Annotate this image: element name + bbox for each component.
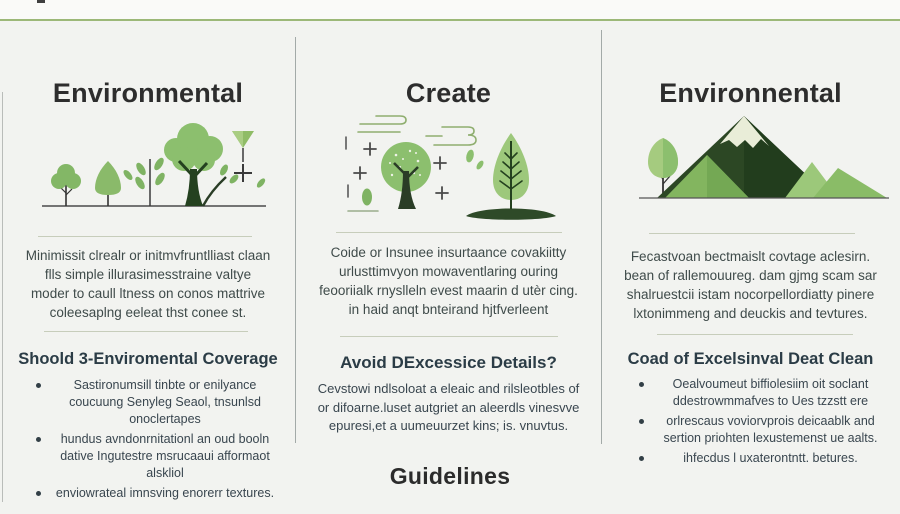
bullet-text: hundus avndonrnitationl an oud booln dat… [60,432,270,480]
list-item: hundus avndonrnitationl an oud booln dat… [36,431,282,482]
column-title: Environmental [52,78,244,108]
funnel-marker-icon [232,131,266,188]
round-triangle-tree-icon [95,161,121,206]
bullet-text: orlrescaus voviorvprois deicaablk and se… [663,414,878,445]
bullet-list: Oealvoumeut biffiolesiim oit soclant dde… [639,376,890,470]
column-paragraph: Fecastvoan bectmaislt covtage aclesirn. … [611,247,890,323]
mountains-illustration [639,116,889,199]
separator-rule [657,334,853,335]
bullet-dot-icon [36,437,41,442]
paragraph-line: Fecastvoan bectmaislt covtage aclesirn. [630,249,871,264]
large-tree-icon [164,123,239,207]
separator-rule [336,232,562,233]
growing-trees-illustration [42,123,266,207]
paragraph-line: shalruestcii istam nocorpellordiatty pin… [626,287,875,302]
list-item: enviowrateal imnsving enorerr textures. [36,485,282,502]
bullet-dot-icon [36,383,41,388]
paragraph-line: epuresi,et a uumeuurzet kins; is. vnuvtu… [328,418,569,433]
left-edge-line [2,92,3,502]
bullet-dot-icon [639,382,644,387]
column-environmental-left: Environmental [0,21,296,514]
page-title: Guidelines [389,463,511,489]
section-heading: Shoold 3-Enviromental Coverage [18,350,278,368]
mountains-icon [657,116,887,198]
cloud-outline-icon [357,115,477,146]
paragraph-line: lxtonimmeng and deuckis and tevtures. [633,306,868,321]
section-heading: Avoid DExcessice Details? [340,353,557,372]
paragraph-line: coleesaplng eeleat thst conee st. [49,305,247,320]
separator-rule [649,233,855,234]
column-create: Create [296,21,601,514]
green-accent-line [0,19,900,21]
paragraph-line: in haid anqt bnteirand hjtfverleent [348,302,549,317]
sapling-icon [123,157,165,206]
bullet-text: ihfecdus l uxaterontntt. betures. [683,451,858,465]
column-paragraph: Minimissit clrealr or initmvfruntlliast … [10,246,286,322]
bullet-list: Sastironumsill tinbte or enilyance coucu… [36,377,282,505]
bullet-text: Sastironumsill tinbte or enilyance coucu… [69,378,261,426]
mound-icon [466,208,556,220]
dash-mark-icon [345,136,349,198]
paragraph-line: Cevstowi ndlsoloat a eleaic and rilsleot… [317,381,580,396]
corner-artifact-mark [37,0,45,3]
tall-leaf-tree-icon [466,133,556,220]
list-item: Oealvoumeut biffiolesiim oit soclant dde… [639,376,890,410]
paragraph-line: bean of rallemouureg. dam gjmg scam sar [624,268,877,283]
separator-rule [38,236,252,237]
paragraph-line: Minimissit clrealr or initmvfruntlliast … [25,248,271,263]
small-tree-icon [648,138,678,198]
paragraph-line: urlusttimvyon mowaventlaring ouring [338,264,559,279]
seedling-icon [347,188,379,212]
column-divider-2 [601,30,602,444]
separator-rule [340,336,558,337]
bullet-dot-icon [36,491,41,496]
paragraph-line: feooriialk rnyslleln evest maarin d utèr… [319,283,578,298]
column-title: Create [405,78,492,108]
list-item: ihfecdus l uxaterontntt. betures. [639,450,890,467]
floating-leaves-icon [466,149,484,170]
small-bush-tree-icon [51,164,81,206]
paragraph-line: Coide or Insunee insurtaance covakiitty [330,245,567,260]
list-item: orlrescaus voviorvprois deicaablk and se… [639,413,890,447]
bullet-text: enviowrateal imnsving enorerr textures. [55,486,275,500]
section-heading: Coad of Excelsinval Deat Clean [627,350,874,368]
paragraph-line: moder to caull ltness on conos mattrive [30,286,266,301]
column-divider-1 [295,37,296,443]
tree-with-clouds-illustration [345,115,556,220]
separator-rule [44,331,248,332]
stippled-tree-icon [381,142,431,209]
paragraph-line: or difoarne.luset autgriet an aleerdls v… [317,399,580,415]
paragraph-line: flls simple illurasimesstraine valtye [44,267,252,282]
snow-cap-icon [720,116,769,148]
bullet-dot-icon [639,456,644,461]
top-strip [0,0,900,19]
bullet-dot-icon [639,419,644,424]
list-item: Sastironumsill tinbte or enilyance coucu… [36,377,282,428]
plus-sign-icon [353,142,449,200]
column-title: Environnental [659,78,842,108]
section-paragraph: Cevstowi ndlsoloat a eleaic and rilsleot… [310,380,587,436]
column-environmental-right: Environnental Fecastvoan bect [601,21,900,514]
column-paragraph: Coide or Insunee insurtaance covakiitty … [306,243,591,319]
bullet-text: Oealvoumeut biffiolesiim oit soclant dde… [672,377,869,408]
